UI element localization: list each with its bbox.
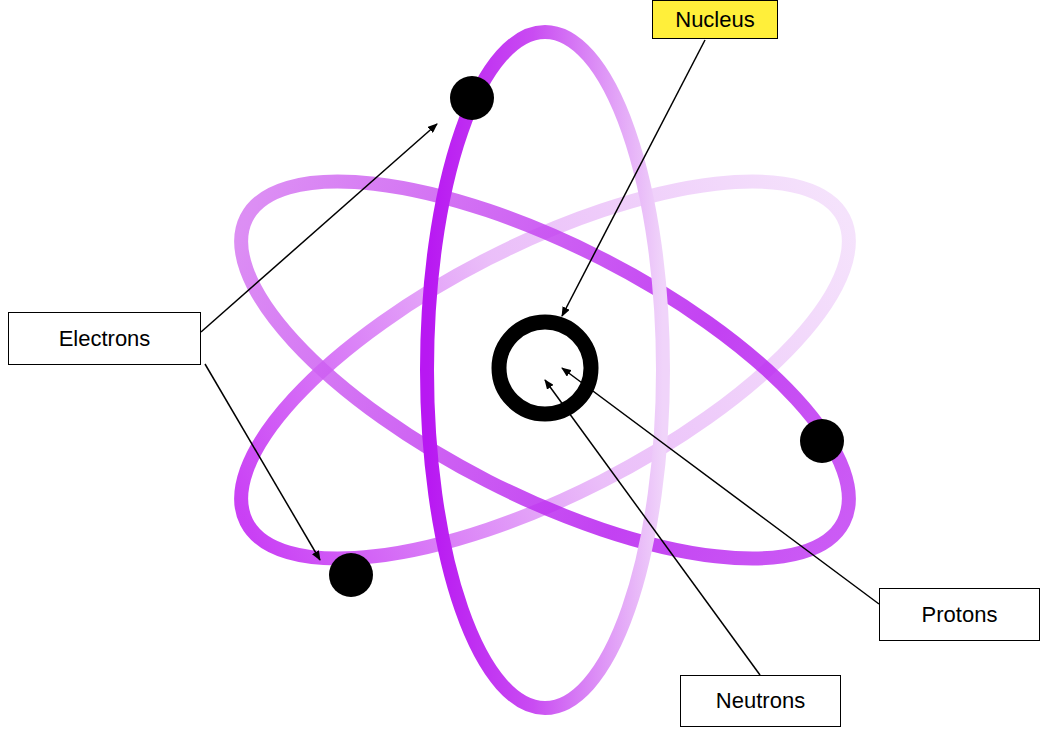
part-label: Protons [922,602,998,628]
label-box: Protons [879,588,1040,641]
label-box: Neutrons [680,675,841,727]
part-label: Neutrons [716,688,805,714]
orbit [190,107,900,634]
orbit [427,32,663,708]
part-label: Electrons [59,326,151,352]
orbit [190,107,900,634]
electron-dot [450,76,494,120]
nucleus-ring [499,322,591,414]
leader-line [545,380,760,675]
orbits [190,32,900,708]
leader-line [562,40,705,316]
highlight-label-box: Nucleus [652,0,778,39]
part-label: Nucleus [675,7,754,33]
leader-lines [201,40,879,675]
leader-line [205,364,320,560]
electron-dot [800,419,844,463]
leader-line [201,124,437,332]
leader-line [562,368,879,604]
label-box: Electrons [8,312,201,365]
electron-dot [329,553,373,597]
